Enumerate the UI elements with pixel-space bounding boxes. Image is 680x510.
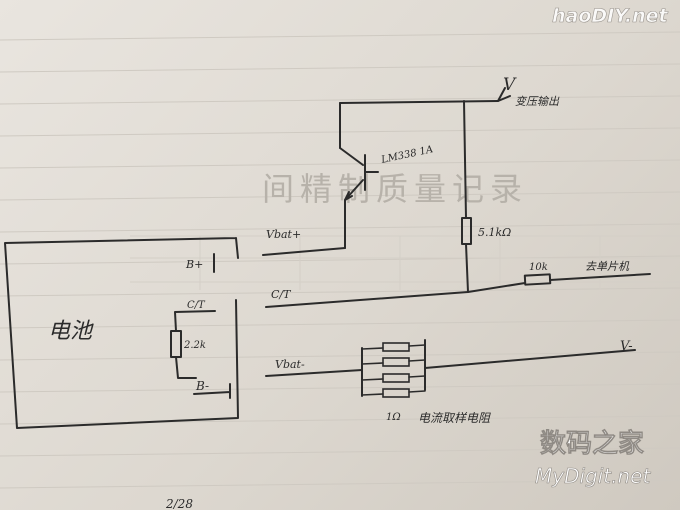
vout-arrow [497,87,511,102]
battery-box [4,237,239,429]
transistor-symbol [339,102,379,249]
to-mcu-label: 去单片机 [585,260,630,273]
bleed-through-text: 间精制质量记录 [262,170,528,208]
b-plus-label: B+ [185,258,203,271]
v-minus-wire [424,349,636,369]
paper-rules [0,31,680,489]
vout-note: 变压输出 [515,95,560,108]
top-rail-wire [339,100,499,104]
vbat-plus-label: Vbat+ [266,228,301,241]
ct-battery-wire-lower [175,356,197,379]
vbat-minus-label: Vbat- [275,358,305,371]
r-10k-label: 10k [529,262,548,273]
watermark-top: haoDIY.net [552,5,668,27]
watermark-en: MyDigit.net [535,464,651,488]
right-vertical-wire-lower [465,243,469,293]
bleed-through-table [130,235,680,290]
battery-label: 电池 [48,319,94,344]
r-5k1-label: 5.1kΩ [478,226,511,239]
vbat-plus-wire [262,247,346,256]
sense-note: 电流取样电阻 [418,411,491,425]
ct-battery-wire [174,310,216,332]
ct-battery-label: C/T [187,300,206,311]
v-minus-label: V- [620,339,633,354]
r-2k2-label: 2.2k [183,340,206,351]
vbat-minus-wire [265,369,363,377]
sense-resistor-bank [361,339,426,398]
mcu-wire [549,273,651,281]
footer-note: 2/28 [165,497,193,510]
ct-wire [265,282,526,308]
resistor-10k [523,273,552,286]
ct-main-label: C/T [271,288,292,301]
sense-r-label: 1Ω [386,412,401,423]
resistor-5k1 [461,217,472,245]
vout-label: V [503,75,517,95]
b-minus-label: B- [195,379,209,393]
right-vertical-wire [463,100,467,219]
b-minus-wire [193,383,231,399]
resistor-2k2 [170,330,182,358]
watermark-cn: 数码之家 [540,428,644,459]
